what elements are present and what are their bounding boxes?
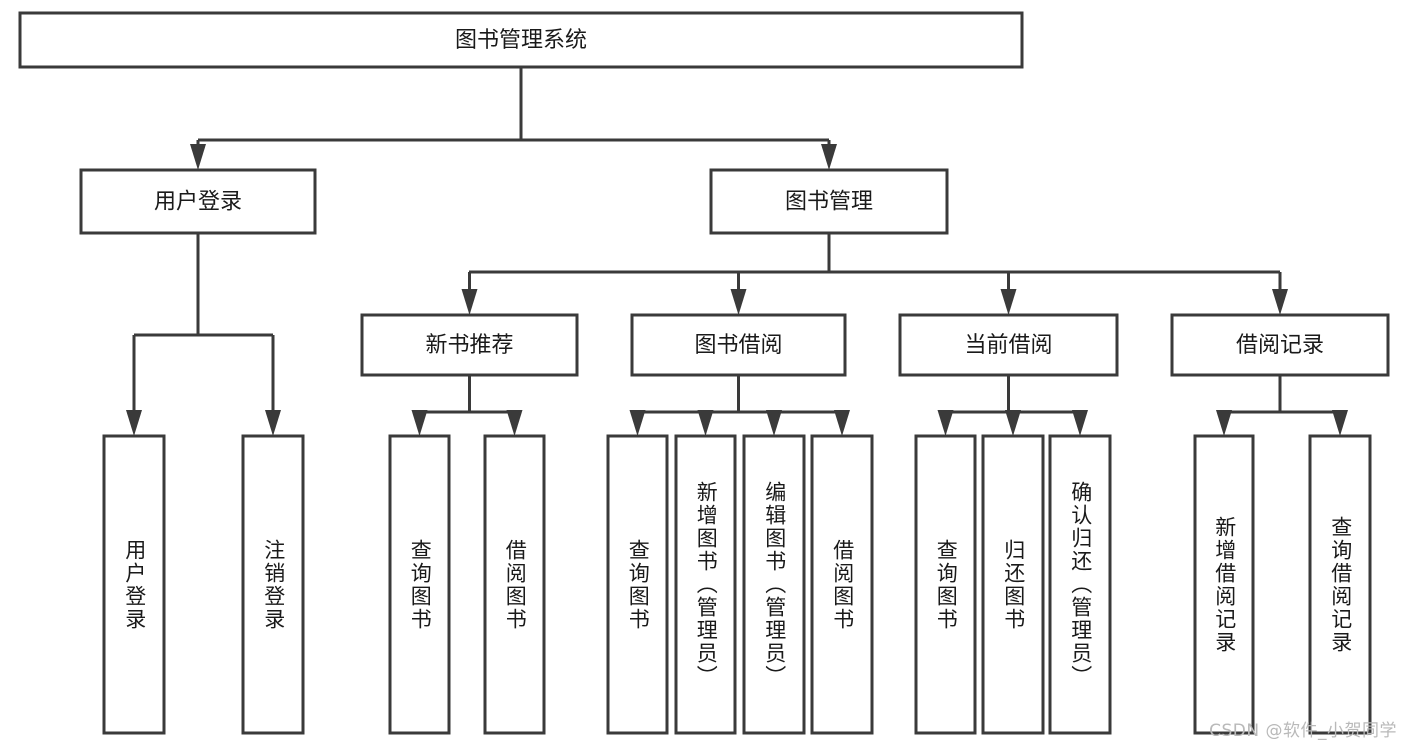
leaf-node-leaf-query-book-current-box[interactable] xyxy=(914,434,977,735)
arrow-down-icon-leaf-edit-book-admin xyxy=(766,410,782,436)
arrow-down-icon-user-login xyxy=(190,144,206,170)
watermark-text: CSDN @软件_小贺同学 xyxy=(1209,721,1397,741)
level2-node-book-borrow-box[interactable] xyxy=(630,313,847,377)
level2-node-current-borrow-box[interactable] xyxy=(898,313,1119,377)
leaf-node-leaf-add-book-admin-box[interactable] xyxy=(674,434,737,735)
arrow-down-icon-current-borrow xyxy=(1000,289,1017,315)
level1-node-book-management-label: 图书管理 xyxy=(785,190,873,215)
leaf-node-leaf-confirm-return-admin-box[interactable] xyxy=(1048,434,1112,735)
arrow-down-icon-borrow-record xyxy=(1272,289,1288,315)
level1-node-book-management-box[interactable] xyxy=(709,168,949,235)
arrow-down-icon-leaf-borrow-book xyxy=(834,410,850,436)
arrow-down-icon-leaf-query-book-recommend xyxy=(411,410,428,436)
level2-node-borrow-record-box[interactable] xyxy=(1170,313,1390,377)
arrow-down-icon-book-management xyxy=(821,144,837,170)
level2-node-new-book-recommend-label: 新书推荐 xyxy=(425,333,513,358)
level1-node-user-login-box[interactable] xyxy=(79,168,317,235)
level1-node-user-login-label: 用户登录 xyxy=(154,190,242,215)
arrow-down-icon-leaf-add-book-admin xyxy=(697,410,714,436)
level2-node-borrow-record-label: 借阅记录 xyxy=(1236,333,1324,358)
leaf-node-leaf-user-login-box[interactable] xyxy=(102,434,166,735)
root-node-label: 图书管理系统 xyxy=(455,28,587,53)
leaf-node-leaf-borrow-book-box[interactable] xyxy=(810,434,874,735)
leaf-node-leaf-query-book-borrow-box[interactable] xyxy=(606,434,669,735)
arrow-down-icon-leaf-user-login xyxy=(126,410,142,436)
level2-node-book-borrow-label: 图书借阅 xyxy=(694,333,782,358)
arrow-down-icon-leaf-query-borrow-record xyxy=(1332,410,1348,436)
arrow-down-icon-leaf-borrow-book-recommend xyxy=(506,410,523,436)
root-node-box[interactable] xyxy=(18,11,1024,69)
leaf-node-leaf-return-book-box[interactable] xyxy=(981,434,1045,735)
arrow-down-icon-leaf-confirm-return-admin xyxy=(1072,410,1088,436)
arrow-down-icon-leaf-add-borrow-record xyxy=(1216,410,1232,436)
leaf-node-leaf-add-borrow-record-box[interactable] xyxy=(1193,434,1255,735)
arrow-down-icon-new-book-recommend xyxy=(461,289,478,315)
arrow-down-icon-leaf-query-book-current xyxy=(937,410,954,436)
arrow-down-icon-leaf-return-book xyxy=(1005,410,1021,436)
leaf-node-leaf-logout-box[interactable] xyxy=(241,434,305,735)
arrow-down-icon-leaf-query-book-borrow xyxy=(629,410,646,436)
level2-node-new-book-recommend-box[interactable] xyxy=(360,313,579,377)
leaf-node-leaf-query-book-recommend-box[interactable] xyxy=(388,434,451,735)
leaf-node-leaf-query-borrow-record-box[interactable] xyxy=(1308,434,1372,735)
level2-node-current-borrow-label: 当前借阅 xyxy=(964,333,1052,358)
arrow-down-icon-leaf-logout xyxy=(265,410,281,436)
connectors-layer xyxy=(126,67,1348,436)
leaf-node-leaf-edit-book-admin-box[interactable] xyxy=(742,434,806,735)
arrow-down-icon-book-borrow xyxy=(730,289,747,315)
leaf-node-leaf-borrow-book-recommend-box[interactable] xyxy=(483,434,546,735)
